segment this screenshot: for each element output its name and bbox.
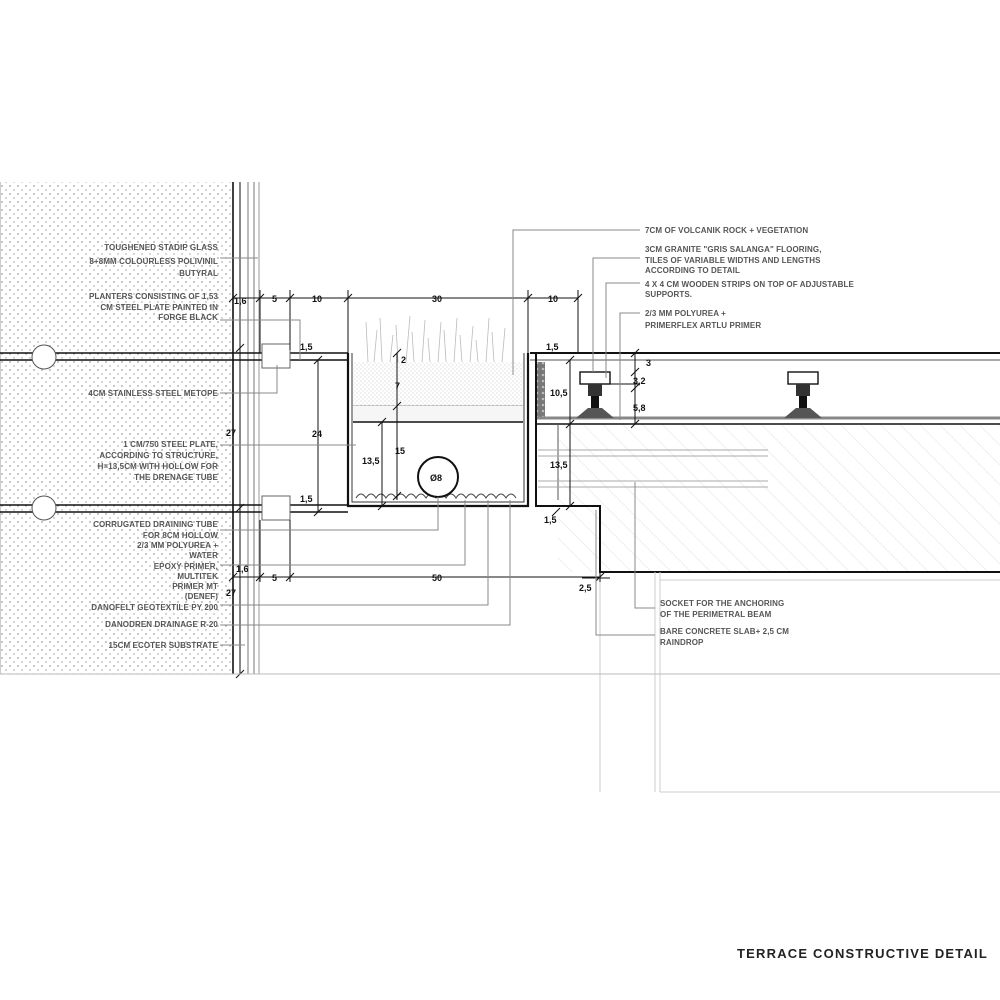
dim-pipe: Ø8	[430, 473, 442, 483]
left-labels: TOUGHENED STADIP GLASS 8+8MM COLOURLESS …	[88, 243, 218, 650]
dim-1-6-top: 1,6	[234, 296, 247, 306]
dim-3: 3	[646, 358, 651, 368]
label-drain-tube: CORRUGATED DRAINING TUBE	[93, 520, 218, 529]
label-granite-2: TILES OF VARIABLE WIDTHS AND LENGTHS	[645, 256, 821, 265]
dim-1-6-bottom: 1,6	[236, 564, 249, 574]
label-wooden-strips: 4 X 4 CM WOODEN STRIPS ON TOP OF ADJUSTA…	[645, 280, 854, 289]
label-planters-2: CM STEEL PLATE PAINTED IN	[100, 303, 218, 312]
dim-13-5-b: 13,5	[550, 460, 568, 470]
label-epoxy-4: (DENEF)	[185, 592, 218, 601]
leader-lines	[220, 229, 655, 646]
label-polyurea-2: WATER	[189, 551, 218, 560]
label-polyurea: 2/3 MM POLYUREA +	[137, 541, 218, 550]
label-metope: 4CM STAINLESS STEEL METOPE	[88, 389, 218, 398]
steel-rails	[0, 343, 348, 521]
label-drainage: DANODREN DRAINAGE R-20	[105, 620, 218, 629]
label-primerflex: PRIMERFLEX ARTLU PRIMER	[645, 321, 761, 330]
label-glass-2: 8+8MM COLOURLESS POLIVINIL	[89, 257, 218, 266]
label-glass: TOUGHENED STADIP GLASS	[104, 243, 218, 252]
dim-30-top: 30	[432, 294, 442, 304]
label-concrete-slab-2: RAINDROP	[660, 638, 704, 647]
label-epoxy-2: MULTITEK	[177, 572, 218, 581]
label-volcanic-rock: 7CM OF VOLCANIK ROCK + VEGETATION	[645, 226, 808, 235]
dim-10-5: 10,5	[550, 388, 568, 398]
pedestal-2	[784, 371, 822, 418]
dim-24: 24	[312, 429, 322, 439]
drawing-title: TERRACE CONSTRUCTIVE DETAIL	[737, 946, 988, 961]
label-planters: PLANTERS CONSISTING OF 1,53	[89, 292, 218, 301]
label-steel-plate-2: ACCORDING TO STRUCTURE,	[99, 451, 218, 460]
label-granite: 3CM GRANITE "GRIS SALANGA" FLOORING,	[645, 245, 822, 254]
label-planters-3: FORGE BLACK	[158, 313, 218, 322]
label-epoxy-3: PRIMER MT	[172, 582, 218, 591]
dim-10-top-b: 10	[548, 294, 558, 304]
label-drain-tube-2: FOR 8CM HOLLOW	[143, 531, 219, 540]
dim-1-5-b: 1,5	[300, 494, 313, 504]
dim-1-5-right: 1,5	[544, 515, 557, 525]
dim-1-5-a: 1,5	[300, 342, 313, 352]
label-granite-3: ACCORDING TO DETAIL	[645, 266, 740, 275]
dimension-values: 1,6 5 10 30 10 1,5 27 27 24 1,5 1,5 2 7 …	[226, 294, 651, 598]
dim-27-left-b: 27	[226, 588, 236, 598]
label-substrate: 15CM ECOTER SUBSTRATE	[108, 641, 218, 650]
dim-2-5-bottom: 2,5	[579, 583, 592, 593]
label-steel-plate: 1 CM/750 STEEL PLATE,	[123, 440, 218, 449]
right-labels: 7CM OF VOLCANIK ROCK + VEGETATION 3CM GR…	[645, 226, 854, 647]
label-wooden-strips-2: SUPPORTS.	[645, 290, 692, 299]
label-steel-plate-4: THE DRENAGE TUBE	[134, 473, 218, 482]
dim-2: 2	[401, 355, 406, 365]
label-epoxy: EPOXY PRIMER,	[154, 562, 218, 571]
dim-5-top: 5	[272, 294, 277, 304]
pedestal-1	[576, 371, 614, 418]
dim-3-2: 3,2	[633, 376, 646, 386]
glass-field	[0, 182, 260, 679]
label-steel-plate-3: H=13,5CM WITH HOLLOW FOR	[98, 462, 219, 471]
dim-5-bottom: 5	[272, 573, 277, 583]
terrace-slab	[0, 352, 1000, 793]
dim-1-5-top: 1,5	[546, 342, 559, 352]
label-polyurea-right: 2/3 MM POLYUREA +	[645, 309, 726, 318]
label-concrete-slab: BARE CONCRETE SLAB+ 2,5 CM	[660, 627, 789, 636]
label-geotextile: DANOFELT GEOTEXTILE PY 200	[91, 603, 218, 612]
dim-50-bottom: 50	[432, 573, 442, 583]
dim-13-5-a: 13,5	[362, 456, 380, 466]
dim-5-8: 5,8	[633, 403, 646, 413]
dim-10-top-a: 10	[312, 294, 322, 304]
dim-27-left-a: 27	[226, 428, 236, 438]
dim-15: 15	[395, 446, 405, 456]
dim-7: 7	[395, 381, 400, 391]
label-socket-2: OF THE PERIMETRAL BEAM	[660, 610, 772, 619]
label-glass-3: BUTYRAL	[179, 269, 218, 278]
label-socket: SOCKET FOR THE ANCHORING	[660, 599, 784, 608]
